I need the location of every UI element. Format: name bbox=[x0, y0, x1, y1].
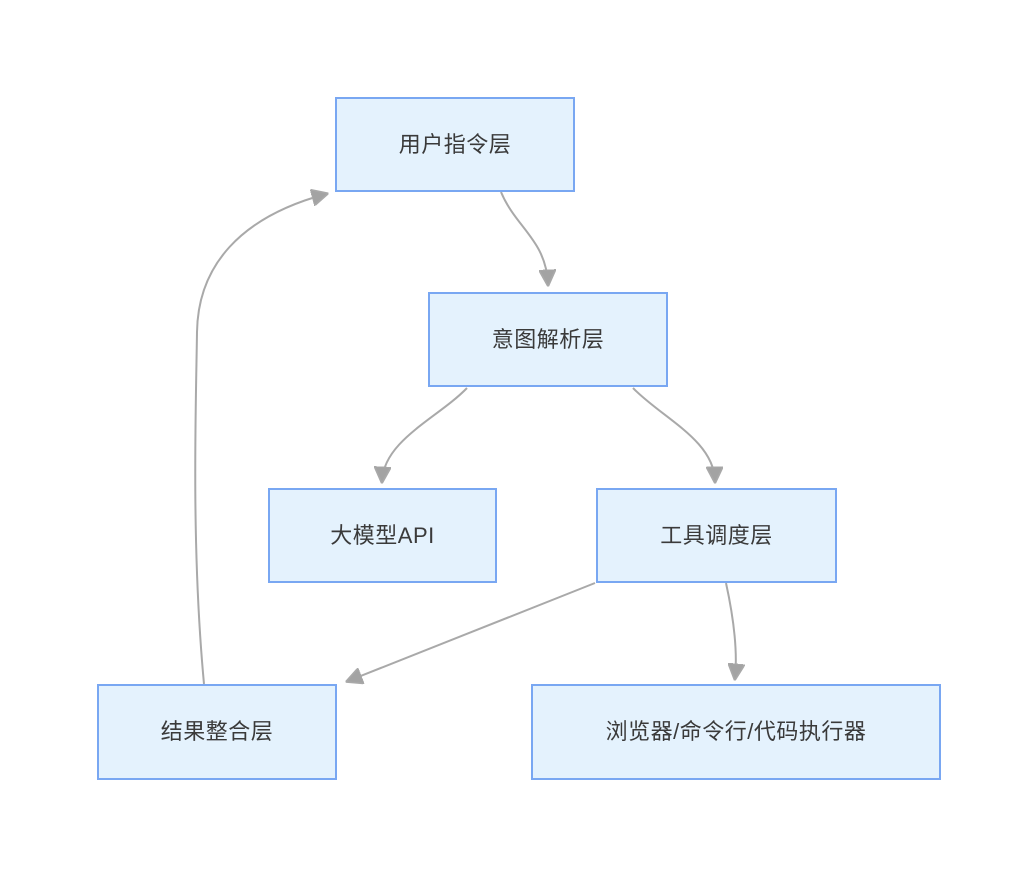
flow-node-label: 浏览器/命令行/代码执行器 bbox=[605, 719, 867, 744]
flow-node-result-merge[interactable]: 结果整合层 bbox=[97, 684, 337, 780]
flow-node-label: 意图解析层 bbox=[491, 326, 605, 352]
edge-tool-dispatch-to-result-merge bbox=[348, 582, 596, 681]
flow-node-executors[interactable]: 浏览器/命令行/代码执行器 bbox=[531, 684, 941, 780]
flow-node-label: 用户指令层 bbox=[398, 131, 512, 157]
edge-intent-parse-to-llm-api bbox=[382, 387, 468, 481]
edge-result-merge-to-user-command bbox=[194, 194, 326, 685]
edge-intent-parse-to-tool-dispatch bbox=[632, 387, 715, 481]
flow-node-intent-parse[interactable]: 意图解析层 bbox=[428, 292, 668, 387]
flow-node-label: 大模型API bbox=[330, 522, 435, 548]
edge-user-command-to-intent-parse bbox=[500, 191, 548, 284]
flow-node-label: 结果整合层 bbox=[160, 719, 274, 744]
flow-node-user-command[interactable]: 用户指令层 bbox=[335, 97, 575, 192]
flow-node-label: 工具调度层 bbox=[660, 522, 773, 548]
edge-tool-dispatch-to-executors bbox=[725, 582, 736, 678]
flow-node-tool-dispatch[interactable]: 工具调度层 bbox=[596, 488, 837, 583]
flow-node-llm-api[interactable]: 大模型API bbox=[268, 488, 497, 583]
